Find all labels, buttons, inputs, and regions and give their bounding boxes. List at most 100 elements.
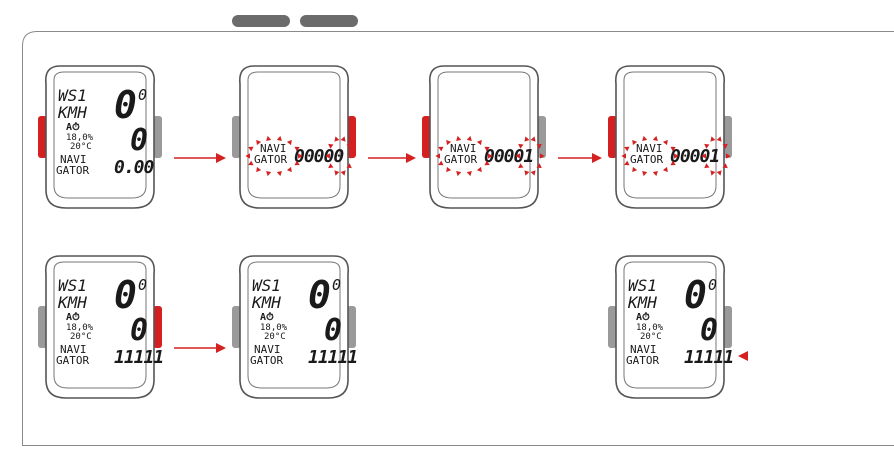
device-body <box>614 65 726 209</box>
lcd-percent: 18,0% <box>66 133 94 143</box>
lcd-icons: A⏱ <box>636 311 650 323</box>
flow-arrow <box>174 343 226 353</box>
lcd-line-2: KMH <box>57 293 87 312</box>
right-button[interactable] <box>347 306 356 348</box>
frame-bottom <box>22 445 894 446</box>
flow-arrow <box>174 153 226 163</box>
lcd-nav-1: NAVI <box>630 343 657 356</box>
lcd-nav-1: NAVI <box>450 142 477 155</box>
lcd-mid-digit: 0 <box>130 123 148 158</box>
tab-2 <box>300 15 358 27</box>
lcd-big-digit: 0 <box>114 83 137 127</box>
lcd-nav-2: GATOR <box>626 354 659 367</box>
lcd-mid-digit: 0 <box>130 313 148 348</box>
blink-digit-marks <box>515 136 545 176</box>
flow-arrow <box>558 153 602 163</box>
lcd-nav-1: NAVI <box>636 142 663 155</box>
left-button[interactable] <box>38 116 47 158</box>
lcd-nav-2: GATOR <box>250 354 283 367</box>
frame-top <box>36 31 894 32</box>
lcd-value: 00001 <box>670 146 719 167</box>
device-screen <box>437 71 531 199</box>
lcd-nav-2: GATOR <box>444 153 477 166</box>
lcd-superscript: 0 <box>138 86 147 104</box>
lcd-percent: 18,0% <box>636 323 664 333</box>
lcd-mid-digit: 0 <box>700 313 718 348</box>
lcd-line-1: WS1 <box>628 276 657 295</box>
device-body <box>238 255 350 399</box>
lcd-line-2: KMH <box>57 103 87 122</box>
lcd-nav-2: GATOR <box>254 153 287 166</box>
device-screen <box>623 71 717 199</box>
left-button[interactable] <box>608 116 617 158</box>
blink-label-marks <box>621 135 679 177</box>
device-body <box>44 255 156 399</box>
lcd-icons: A⏱ <box>260 311 274 323</box>
lcd-line-1: WS1 <box>252 276 281 295</box>
lcd-nav-2: GATOR <box>56 354 89 367</box>
blink-digit-marks <box>701 136 731 176</box>
left-button[interactable] <box>232 116 241 158</box>
lcd-superscript: 0 <box>708 276 717 294</box>
blink-digit-marks <box>325 136 355 176</box>
frame-left <box>22 45 23 445</box>
lcd-icons: A⏱ <box>66 121 80 133</box>
lcd-temp: 20°C <box>640 332 662 342</box>
tab-1 <box>232 15 290 27</box>
pointer-arrow <box>738 351 748 361</box>
lcd-nav-1: NAVI <box>254 343 281 356</box>
lcd-superscript: 0 <box>332 276 341 294</box>
lcd-nav-1: NAVI <box>260 142 287 155</box>
device-body <box>614 255 726 399</box>
lcd-big-digit: 0 <box>308 273 331 317</box>
flow-arrow <box>368 153 416 163</box>
lcd-nav-1: NAVI <box>60 153 87 166</box>
lcd-temp: 20°C <box>70 332 92 342</box>
lcd-line-1: WS1 <box>58 86 87 105</box>
left-button[interactable] <box>38 306 47 348</box>
lcd-nav-2: GATOR <box>56 164 89 177</box>
blink-label-marks <box>435 135 493 177</box>
lcd-value: 11111 <box>114 347 163 368</box>
lcd-value: 0.00 <box>114 157 155 178</box>
left-button[interactable] <box>232 306 241 348</box>
lcd-nav-2: GATOR <box>630 153 663 166</box>
frame-corner <box>22 31 38 47</box>
device-body <box>44 65 156 209</box>
device-body <box>238 65 350 209</box>
lcd-value: 11111 <box>308 347 357 368</box>
lcd-nav-1: NAVI <box>60 343 87 356</box>
lcd-superscript: 0 <box>138 276 147 294</box>
lcd-value: 11111 <box>684 347 733 368</box>
lcd-temp: 20°C <box>70 142 92 152</box>
lcd-line-2: KMH <box>251 293 281 312</box>
device-screen <box>53 71 147 199</box>
lcd-line-2: KMH <box>627 293 657 312</box>
lcd-percent: 18,0% <box>260 323 288 333</box>
device-body <box>428 65 540 209</box>
right-button[interactable] <box>723 306 732 348</box>
lcd-temp: 20°C <box>264 332 286 342</box>
right-button[interactable] <box>153 306 162 348</box>
right-button[interactable] <box>153 116 162 158</box>
lcd-mid-digit: 0 <box>324 313 342 348</box>
device-screen <box>247 71 341 199</box>
left-button[interactable] <box>608 306 617 348</box>
left-button[interactable] <box>422 116 431 158</box>
device-screen <box>53 261 147 389</box>
lcd-big-digit: 0 <box>114 273 137 317</box>
lcd-line-1: WS1 <box>58 276 87 295</box>
lcd-value: 00000 <box>294 146 344 167</box>
lcd-value: 00001 <box>484 146 533 167</box>
lcd-big-digit: 0 <box>684 273 707 317</box>
lcd-percent: 18,0% <box>66 323 94 333</box>
blink-label-marks <box>245 135 303 177</box>
device-screen <box>247 261 341 389</box>
